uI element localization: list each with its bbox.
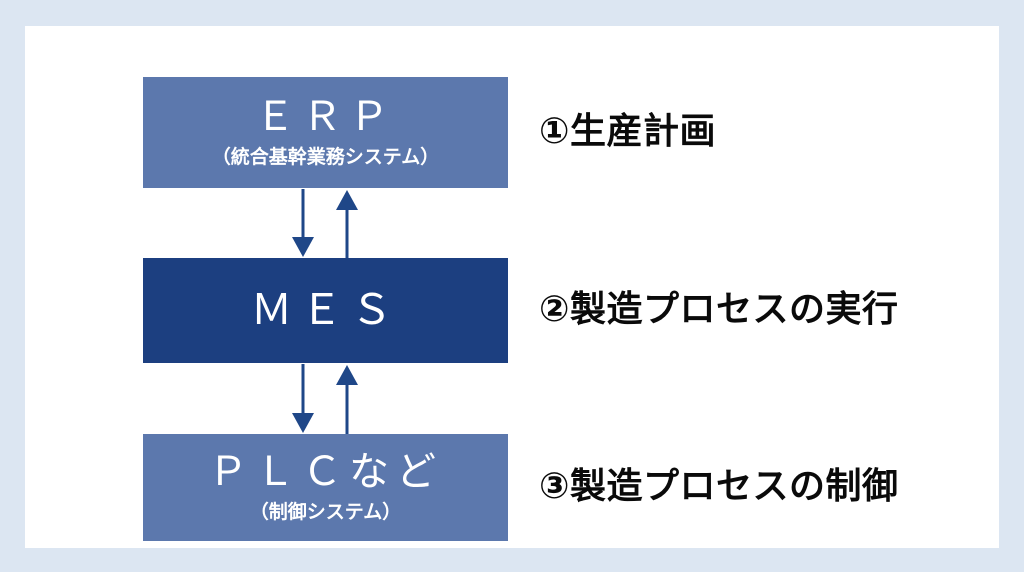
connector-mes-to-erp-arrow <box>334 189 360 258</box>
layer-box-plc[interactable]: ＰＬＣなど （制御システム） <box>143 434 508 541</box>
layer-subtitle-erp: （統合基幹業務システム） <box>211 146 440 168</box>
diagram-panel: ＥＲＰ （統合基幹業務システム） ＭＥＳ <box>25 26 999 548</box>
layer-subtitle-plc: （制御システム） <box>249 501 402 523</box>
layer-box-mes[interactable]: ＭＥＳ <box>143 258 508 363</box>
layer-title-plc: ＰＬＣなど <box>208 449 443 495</box>
step-label-2: ②製造プロセスの実行 <box>539 289 899 330</box>
connector-erp-to-mes-arrow <box>290 189 316 258</box>
layer-title-erp: ＥＲＰ <box>255 94 396 140</box>
connector-mes-to-plc-arrow <box>290 364 316 434</box>
connector-plc-to-mes-arrow <box>334 364 360 434</box>
layer-title-mes: ＭＥＳ <box>250 285 401 335</box>
layer-box-erp[interactable]: ＥＲＰ （統合基幹業務システム） <box>143 77 508 188</box>
step-label-1: ①生産計画 <box>539 111 716 152</box>
step-label-3: ③製造プロセスの制御 <box>539 466 899 507</box>
